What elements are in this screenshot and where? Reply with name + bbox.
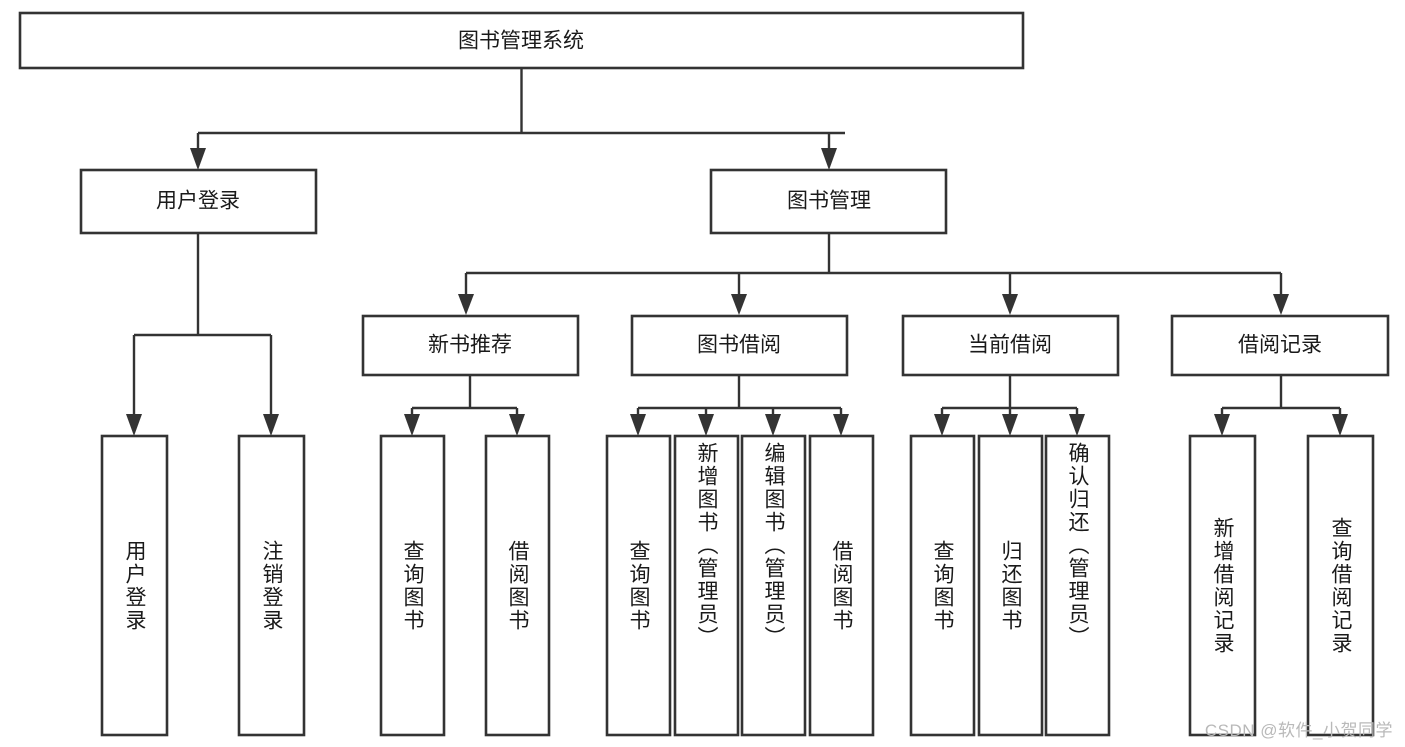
connector-userlogin-to-leaves <box>126 233 279 436</box>
node-new-book-recommend[interactable]: 新书推荐 <box>361 314 580 377</box>
leaf-query-book-1[interactable] <box>379 434 446 737</box>
leaf-query-book-3[interactable] <box>909 434 976 737</box>
leaf-borrow-book-2[interactable] <box>808 434 875 737</box>
node-root[interactable]: 图书管理系统 <box>18 11 1025 70</box>
node-book-management-label: 图书管理 <box>787 190 871 213</box>
leaf-edit-book[interactable] <box>740 434 807 737</box>
node-root-label: 图书管理系统 <box>458 30 584 53</box>
leaf-user-logout[interactable] <box>237 434 306 737</box>
node-borrow-record-label: 借阅记录 <box>1238 334 1322 357</box>
connector-borrowrecord-to-leaves <box>1214 375 1348 436</box>
node-current-borrow[interactable]: 当前借阅 <box>901 314 1120 377</box>
connector-root-to-level2 <box>190 68 845 170</box>
node-user-login-label: 用户登录 <box>156 190 240 213</box>
node-book-borrow-label: 图书借阅 <box>697 334 781 357</box>
leaf-user-login[interactable] <box>100 434 169 737</box>
leaf-return-book[interactable] <box>977 434 1044 737</box>
node-book-borrow[interactable]: 图书借阅 <box>630 314 849 377</box>
leaf-query-record[interactable] <box>1306 434 1375 737</box>
leaf-query-book-2[interactable] <box>605 434 672 737</box>
leaf-add-book[interactable] <box>673 434 740 737</box>
leaf-confirm-return[interactable] <box>1044 434 1111 737</box>
connector-bookmgmt-to-level3 <box>458 233 1289 315</box>
leaf-add-record[interactable] <box>1188 434 1257 737</box>
node-current-borrow-label: 当前借阅 <box>968 334 1052 357</box>
leaf-borrow-book-1[interactable] <box>484 434 551 737</box>
node-new-book-recommend-label: 新书推荐 <box>428 334 512 357</box>
node-borrow-record[interactable]: 借阅记录 <box>1170 314 1390 377</box>
connector-bookborrow-to-leaves <box>630 375 849 436</box>
connector-newbook-to-leaves <box>404 375 525 436</box>
node-user-login[interactable]: 用户登录 <box>79 168 318 235</box>
node-book-management[interactable]: 图书管理 <box>709 168 948 235</box>
connector-currentborrow-to-leaves <box>934 375 1085 436</box>
csdn-watermark: CSDN @软件_小贺同学 <box>1204 721 1393 740</box>
